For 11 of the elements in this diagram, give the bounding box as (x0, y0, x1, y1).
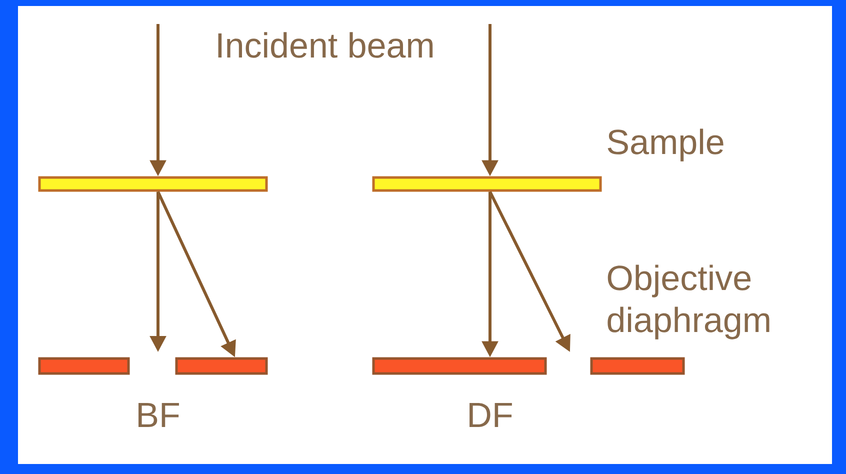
diaphragm-bar (590, 357, 685, 375)
diaphragm-bar (372, 357, 547, 375)
diagram-label: Incident beam (218, 32, 433, 58)
diaphragm-bar (38, 357, 130, 375)
diagram-label: Objective diaphragm (608, 264, 770, 340)
diagram-label: DF (470, 402, 512, 428)
diaphragm-bar (175, 357, 268, 375)
sample-bar (372, 176, 602, 192)
diagram-label: Sample (608, 128, 724, 162)
diagram-label: BF (138, 402, 179, 428)
sample-bar (38, 176, 268, 192)
